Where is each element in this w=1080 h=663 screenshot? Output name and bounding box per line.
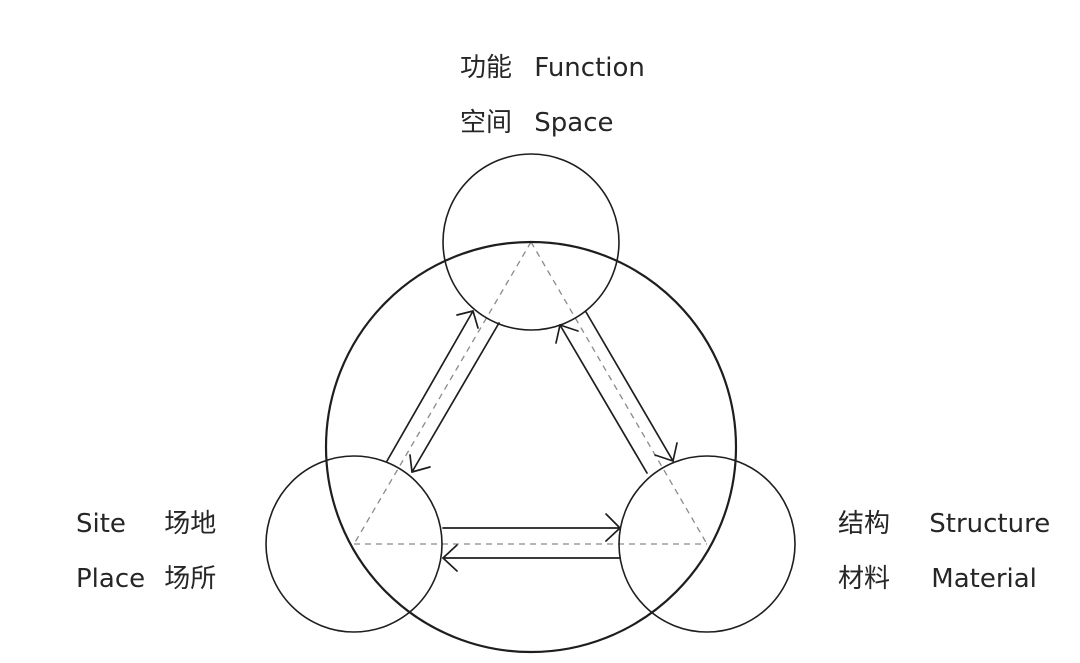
arrow-head-down-left <box>409 454 431 473</box>
node-circle-function-space <box>442 153 620 331</box>
dashed-triangle <box>353 241 708 545</box>
label-space-zh: 空间 <box>460 108 513 138</box>
label-function-en: Function <box>534 53 645 83</box>
label-material-en: Material <box>931 564 1037 594</box>
arrow-head-up-left <box>456 310 479 329</box>
outer-circle <box>324 240 738 654</box>
label-place-zh: 场所 <box>164 564 217 594</box>
arrow-head-up-right <box>555 324 579 344</box>
arrow-pair-right <box>555 311 678 474</box>
label-function: 功能 Function <box>460 55 645 81</box>
label-site-zh: 场地 <box>164 509 217 539</box>
label-place-en: Place <box>76 564 146 594</box>
label-material: 材料 Material <box>838 566 1037 592</box>
label-structure-zh: 结构 <box>838 509 891 539</box>
label-space: 空间 Space <box>460 110 614 136</box>
node-circle-site-place <box>265 455 443 633</box>
label-space-en: Space <box>534 108 614 138</box>
label-function-zh: 功能 <box>460 53 513 83</box>
node-circle-structure-material <box>618 455 796 633</box>
arrow-head-left <box>442 544 458 572</box>
arrow-pair-left <box>386 310 500 473</box>
label-site-en: Site <box>76 509 126 539</box>
label-structure: 结构 Structure <box>838 511 1050 537</box>
arrow-head-right <box>605 513 621 542</box>
label-material-zh: 材料 <box>838 564 891 594</box>
label-place: Place 场所 <box>76 566 216 592</box>
arrow-head-down-right <box>654 442 678 462</box>
label-structure-en: Structure <box>929 509 1051 539</box>
label-site: Site 场地 <box>76 511 216 537</box>
arrow-pair-bottom <box>442 513 621 572</box>
